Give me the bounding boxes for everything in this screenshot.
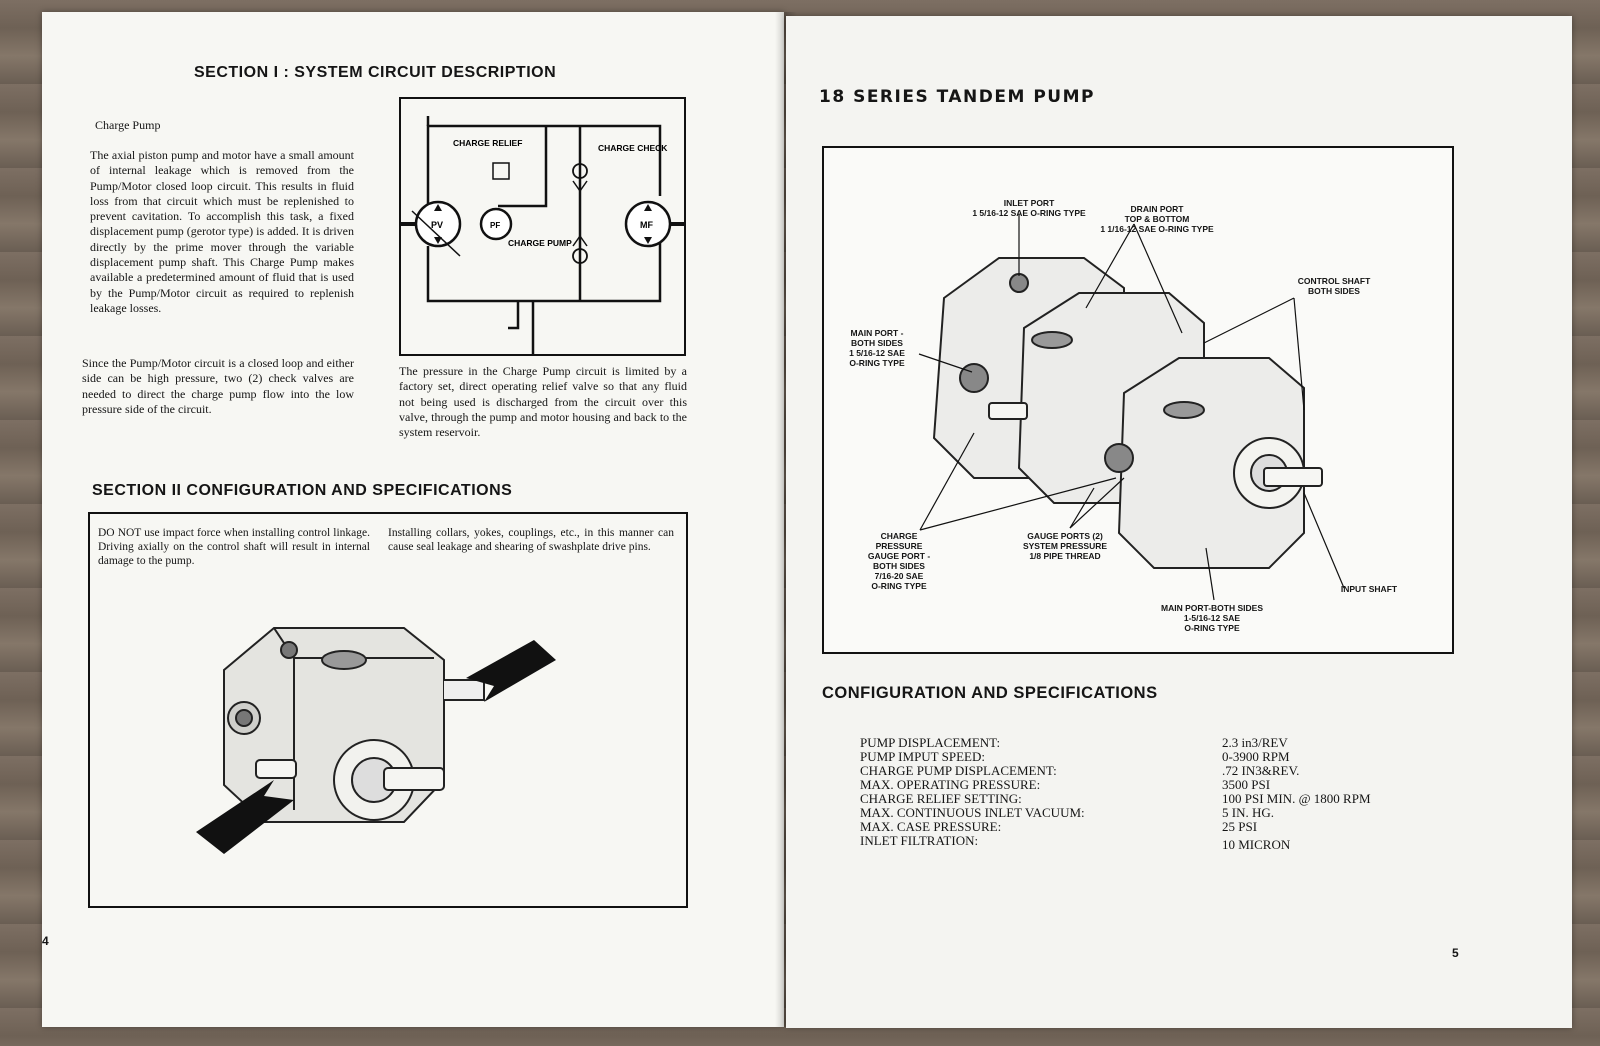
spec-label: CHARGE PUMP DISPLACEMENT:: [860, 763, 1057, 778]
pv-label: PV: [431, 220, 443, 230]
spec-value: 5 IN. HG.: [1222, 805, 1274, 820]
charge-pressure-callout: CHARGE PRESSURE GAUGE PORT - BOTH SIDES …: [867, 531, 931, 591]
charge-pump-heading: Charge Pump: [95, 118, 161, 132]
spec-label: PUMP IMPUT SPEED:: [860, 749, 985, 764]
spec-label: MAX. OPERATING PRESSURE:: [860, 777, 1041, 792]
spec-label: INLET FILTRATION:: [860, 833, 979, 848]
spec-row: MAX. CASE PRESSURE: 25 PSI: [860, 820, 1420, 834]
charge-check-label: CHARGE CHECK: [598, 143, 668, 153]
warning-text-left: DO NOT use impact force when installing …: [98, 527, 370, 567]
spec-row: PUMP IMPUT SPEED: 0-3900 RPM: [860, 750, 1420, 764]
warning-box: DO NOT use impact force when installing …: [88, 512, 688, 908]
drain-port-callout: DRAIN PORT TOP & BOTTOM 1 1/16-12 SAE O-…: [1100, 204, 1214, 234]
gauge-ports-callout: GAUGE PORTS (2) SYSTEM PRESSURE 1/8 PIPE…: [1022, 531, 1108, 561]
main-port-both-sides-callout: MAIN PORT-BOTH SIDES 1-5/16-12 SAE O-RIN…: [1160, 603, 1263, 633]
spec-label: PUMP DISPLACEMENT:: [860, 735, 1001, 750]
left-page: SECTION I : SYSTEM CIRCUIT DESCRIPTION C…: [42, 12, 784, 1027]
tandem-pump-title: 18 SERIES TANDEM PUMP: [819, 87, 1095, 107]
tandem-pump-drawing: [918, 214, 1345, 601]
spec-value: 10 MICRON: [1222, 837, 1291, 852]
section2-title: SECTION II CONFIGURATION AND SPECIFICATI…: [92, 482, 513, 499]
pump-illustration: [196, 627, 556, 854]
control-shaft-callout: CONTROL SHAFT BOTH SIDES: [1297, 276, 1371, 296]
spec-value: 25 PSI: [1222, 819, 1258, 834]
main-port-callout: MAIN PORT - BOTH SIDES 1 5/16-12 SAE O-R…: [849, 328, 905, 368]
spec-row: MAX. OPERATING PRESSURE: 3500 PSI: [860, 778, 1420, 792]
spec-value: 100 PSI MIN. @ 1800 RPM: [1222, 791, 1371, 806]
charge-relief-label: CHARGE RELIEF: [453, 138, 522, 148]
spec-label: MAX. CONTINUOUS INLET VACUUM:: [860, 805, 1085, 820]
section1-title: SECTION I : SYSTEM CIRCUIT DESCRIPTION: [194, 64, 557, 81]
pf-circle: [479, 207, 513, 241]
page-number-left: 4: [42, 934, 49, 948]
specs-list: PUMP DISPLACEMENT: 2.3 in3/REV PUMP IMPUT…: [860, 736, 1420, 852]
spec-row: CHARGE PUMP DISPLACEMENT: .72 IN3&REV.: [860, 764, 1420, 778]
inlet-port-callout: INLET PORT 1 5/16-12 SAE O-RING TYPE: [972, 198, 1086, 218]
charge-pump-circuit-diagram: CHARGE RELIEF CHARGE CHECK PV PF MF CHAR…: [399, 97, 686, 356]
spec-row: CHARGE RELIEF SETTING: 100 PSI MIN. @ 180…: [860, 792, 1420, 806]
spec-value: 0-3900 RPM: [1222, 749, 1290, 764]
tandem-pump-figure: INLET PORT 1 5/16-12 SAE O-RING TYPE DRA…: [822, 146, 1454, 654]
paragraph-charge-pump: The axial piston pump and motor have a s…: [90, 148, 354, 315]
paragraph-check-valves: Since the Pump/Motor circuit is a closed…: [82, 356, 354, 416]
page-number-right: 5: [1452, 946, 1459, 960]
spec-row: MAX. CONTINUOUS INLET VACUUM: 5 IN. HG.: [860, 806, 1420, 820]
spec-value: 3500 PSI: [1222, 777, 1271, 792]
mf-label: MF: [640, 220, 653, 230]
warning-text-right: Installing collars, yokes, couplings, et…: [388, 527, 674, 553]
pf-label: PF: [490, 221, 500, 230]
input-shaft-callout: INPUT SHAFT: [1340, 584, 1398, 594]
spec-label: CHARGE RELIEF SETTING:: [860, 791, 1022, 806]
spec-label: MAX. CASE PRESSURE:: [860, 819, 1002, 834]
config-title: CONFIGURATION AND SPECIFICATIONS: [822, 684, 1158, 702]
diagram-caption: The pressure in the Charge Pump circuit …: [399, 364, 687, 440]
right-page: 18 SERIES TANDEM PUMP: [786, 16, 1572, 1028]
spec-row: PUMP DISPLACEMENT: 2.3 in3/REV: [860, 736, 1420, 750]
spec-value: .72 IN3&REV.: [1222, 763, 1300, 778]
spec-row: INLET FILTRATION: 10 MICRON: [860, 834, 1420, 852]
charge-pump-label: CHARGE PUMP: [508, 238, 572, 248]
spec-value: 2.3 in3/REV: [1222, 735, 1288, 750]
